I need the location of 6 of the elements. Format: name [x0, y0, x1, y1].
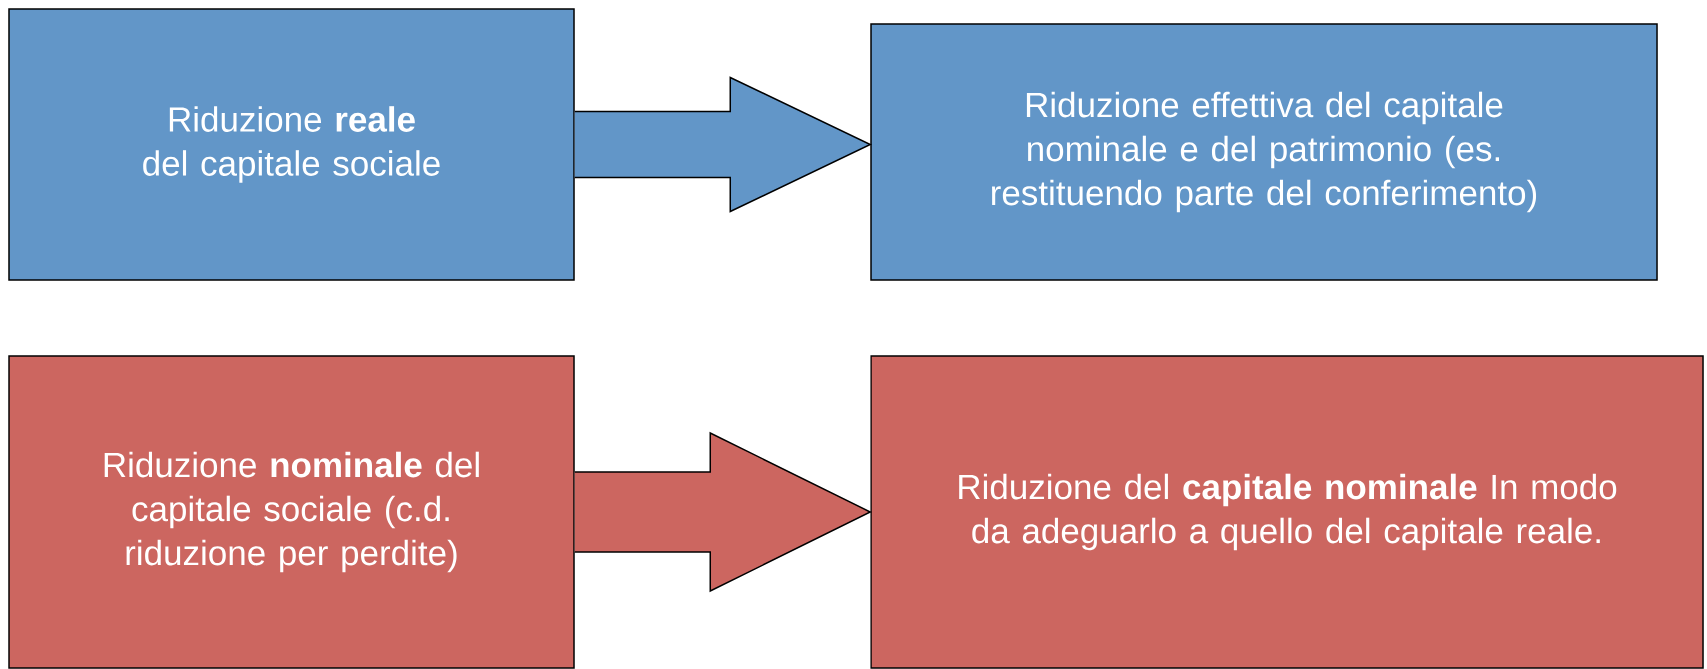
text-box: Riduzione reale del capitale sociale: [8, 8, 575, 281]
text-box: Riduzione nominale del capitale sociale (c.d. riduzione per perdite): [8, 355, 575, 669]
text-box: Riduzione del capitale nominale In modo da adeguarlo a quello del capitale reale.: [870, 355, 1704, 669]
text-box: Riduzione effettiva del capitale nominale e del patrimonio (es. restituendo parte del conferimento): [870, 23, 1658, 281]
block-arrow: [574, 431, 872, 593]
block-arrow: [574, 76, 872, 213]
